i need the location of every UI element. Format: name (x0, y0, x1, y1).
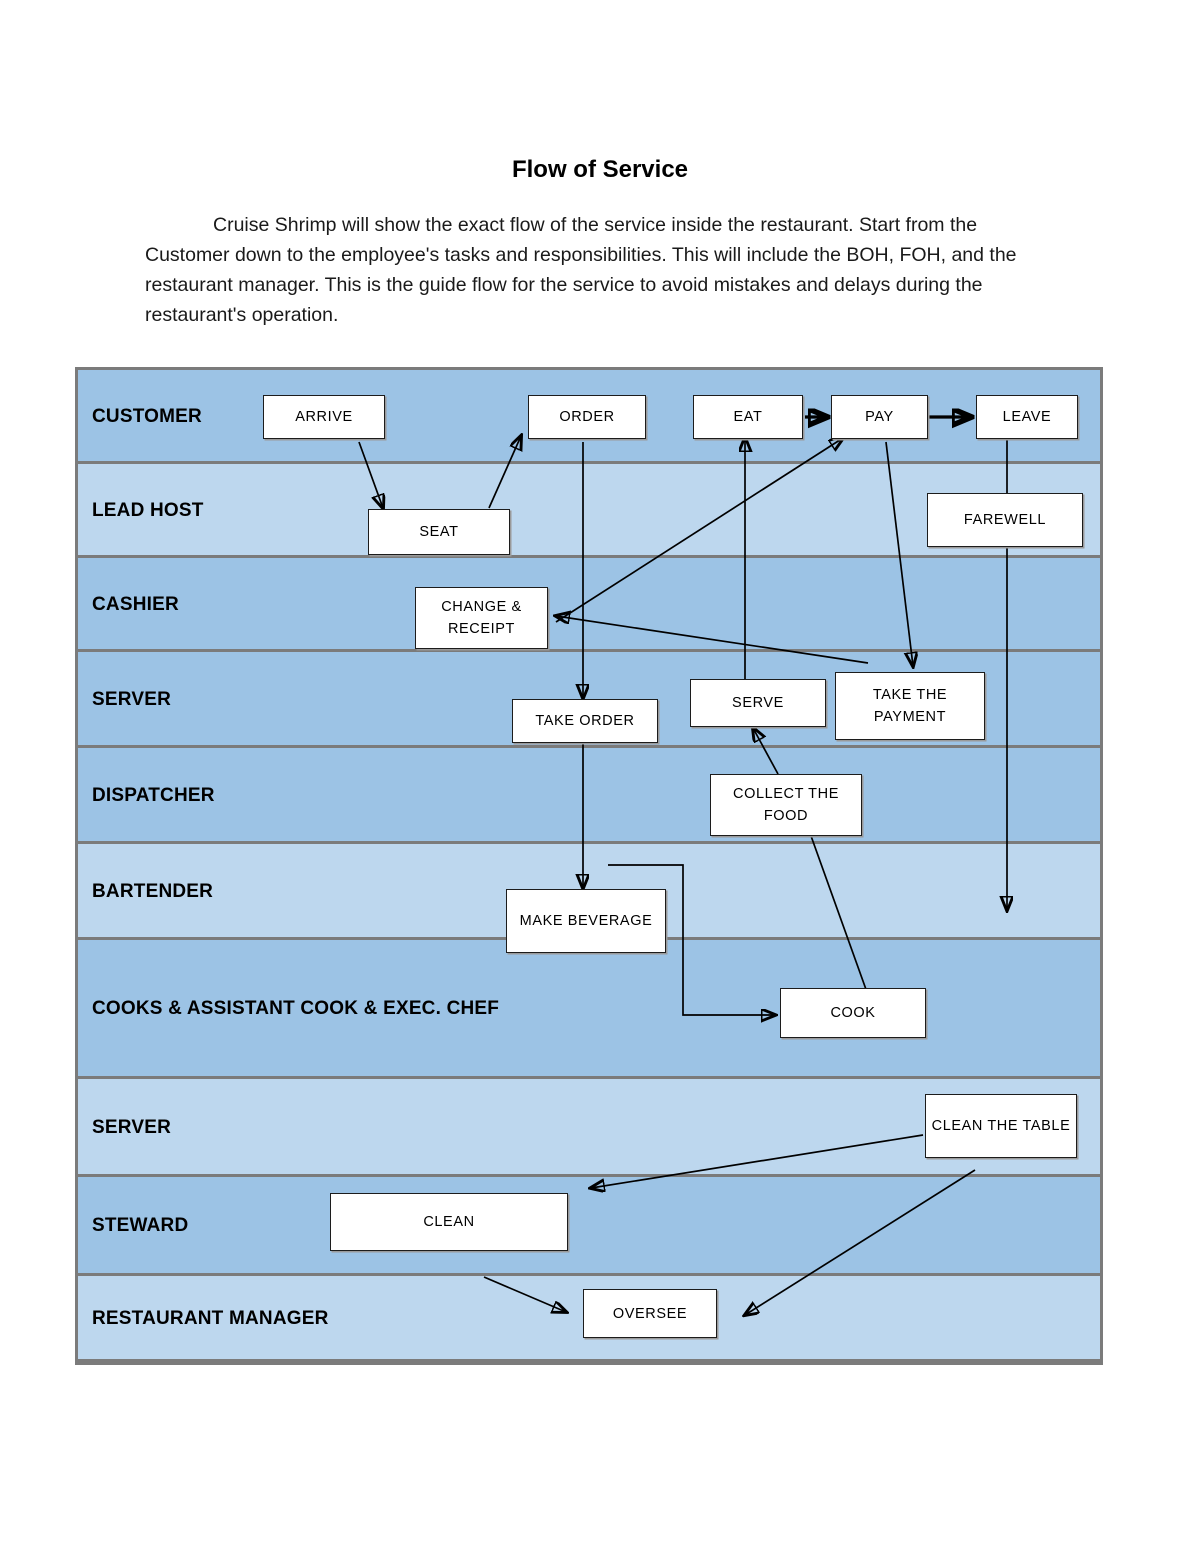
lane-cooks: COOKS & ASSISTANT COOK & EXEC. CHEF (78, 940, 1100, 1079)
node-pay[interactable]: PAY (831, 395, 928, 439)
lane-dispatcher: DISPATCHER (78, 748, 1100, 844)
edge-take-payment-to-change-receipt (556, 616, 869, 664)
node-cook[interactable]: COOK (780, 988, 926, 1038)
node-leave-label: LEAVE (1002, 409, 1052, 425)
edge-arrive-to-seat (358, 441, 383, 508)
node-farewell[interactable]: FAREWELL (927, 493, 1083, 547)
edge-clean-table-to-clean (591, 1134, 924, 1188)
page-title: Flow of Service (511, 156, 689, 184)
node-leave[interactable]: LEAVE (976, 395, 1078, 439)
node-take-order[interactable]: TAKE ORDER (512, 699, 658, 743)
node-farewell-label: FAREWELL (963, 512, 1047, 528)
node-collect-food-label: COLLECT THE FOOD (733, 786, 839, 824)
edge-change-receipt-to-pay (555, 438, 843, 623)
node-make-beverage[interactable]: MAKE BEVERAGE (506, 889, 666, 953)
node-clean[interactable]: CLEAN (330, 1193, 568, 1251)
lane-label-server-bottom: SERVER (92, 1117, 171, 1138)
lane-cashier: CASHIER (78, 558, 1100, 652)
lane-label-bartender: BARTENDER (92, 881, 214, 902)
node-serve[interactable]: SERVE (690, 679, 826, 727)
node-clean-table[interactable]: CLEAN THE TABLE (925, 1094, 1077, 1158)
edge-clean-table-to-oversee (745, 1169, 976, 1315)
node-oversee-label: OVERSEE (612, 1305, 688, 1322)
node-oversee[interactable]: OVERSEE (583, 1289, 717, 1338)
node-pay-label: PAY (865, 409, 894, 425)
edge-seat-to-order (488, 436, 521, 509)
swimlane-diagram: CUSTOMER LEAD HOST CASHIER SERVER DISPAT… (75, 367, 1103, 1365)
node-arrive[interactable]: ARRIVE (263, 395, 385, 439)
node-eat-label: EAT (733, 409, 763, 425)
node-clean-label: CLEAN (423, 1214, 475, 1230)
edge-collect-food-to-serve (753, 728, 779, 775)
edge-clean-to-oversee (483, 1276, 566, 1312)
lane-label-lead-host: LEAD HOST (92, 500, 204, 521)
node-take-order-label: TAKE ORDER (535, 713, 635, 729)
node-make-beverage-label: MAKE BEVERAGE (519, 913, 653, 929)
intro-paragraph: Cruise Shrimp will show the exact flow o… (145, 213, 1017, 326)
node-change-receipt-label: CHANGE & RECEIPT (441, 599, 522, 637)
node-order-label: ORDER (559, 409, 615, 425)
lane-label-customer: CUSTOMER (92, 406, 202, 427)
lane-label-restaurant-manager: RESTAURANT MANAGER (92, 1308, 329, 1329)
node-change-receipt[interactable]: CHANGE & RECEIPT (415, 587, 548, 649)
node-seat-label: SEAT (419, 524, 459, 540)
node-collect-food[interactable]: COLLECT THE FOOD (710, 774, 862, 836)
node-seat[interactable]: SEAT (368, 509, 510, 555)
node-clean-table-label: CLEAN THE TABLE (931, 1118, 1071, 1134)
lane-label-steward: STEWARD (92, 1215, 189, 1236)
node-order[interactable]: ORDER (528, 395, 646, 439)
edge-pay-to-take-payment (885, 441, 913, 666)
edge-cook-to-collect-food (801, 808, 869, 996)
lane-label-cashier: CASHIER (92, 594, 179, 615)
node-eat[interactable]: EAT (693, 395, 803, 439)
node-serve-label: SERVE (732, 695, 784, 711)
node-arrive-label: ARRIVE (295, 409, 353, 425)
edge-take-order-to-cook (608, 864, 775, 1015)
lane-label-cooks: COOKS & ASSISTANT COOK & EXEC. CHEF (92, 998, 500, 1019)
node-cook-label: COOK (830, 1005, 876, 1021)
lane-label-server-top: SERVER (92, 689, 171, 710)
node-take-payment-label: TAKE THE PAYMENT (872, 687, 948, 725)
node-take-payment[interactable]: TAKE THE PAYMENT (835, 672, 985, 740)
lane-label-dispatcher: DISPATCHER (92, 785, 215, 806)
